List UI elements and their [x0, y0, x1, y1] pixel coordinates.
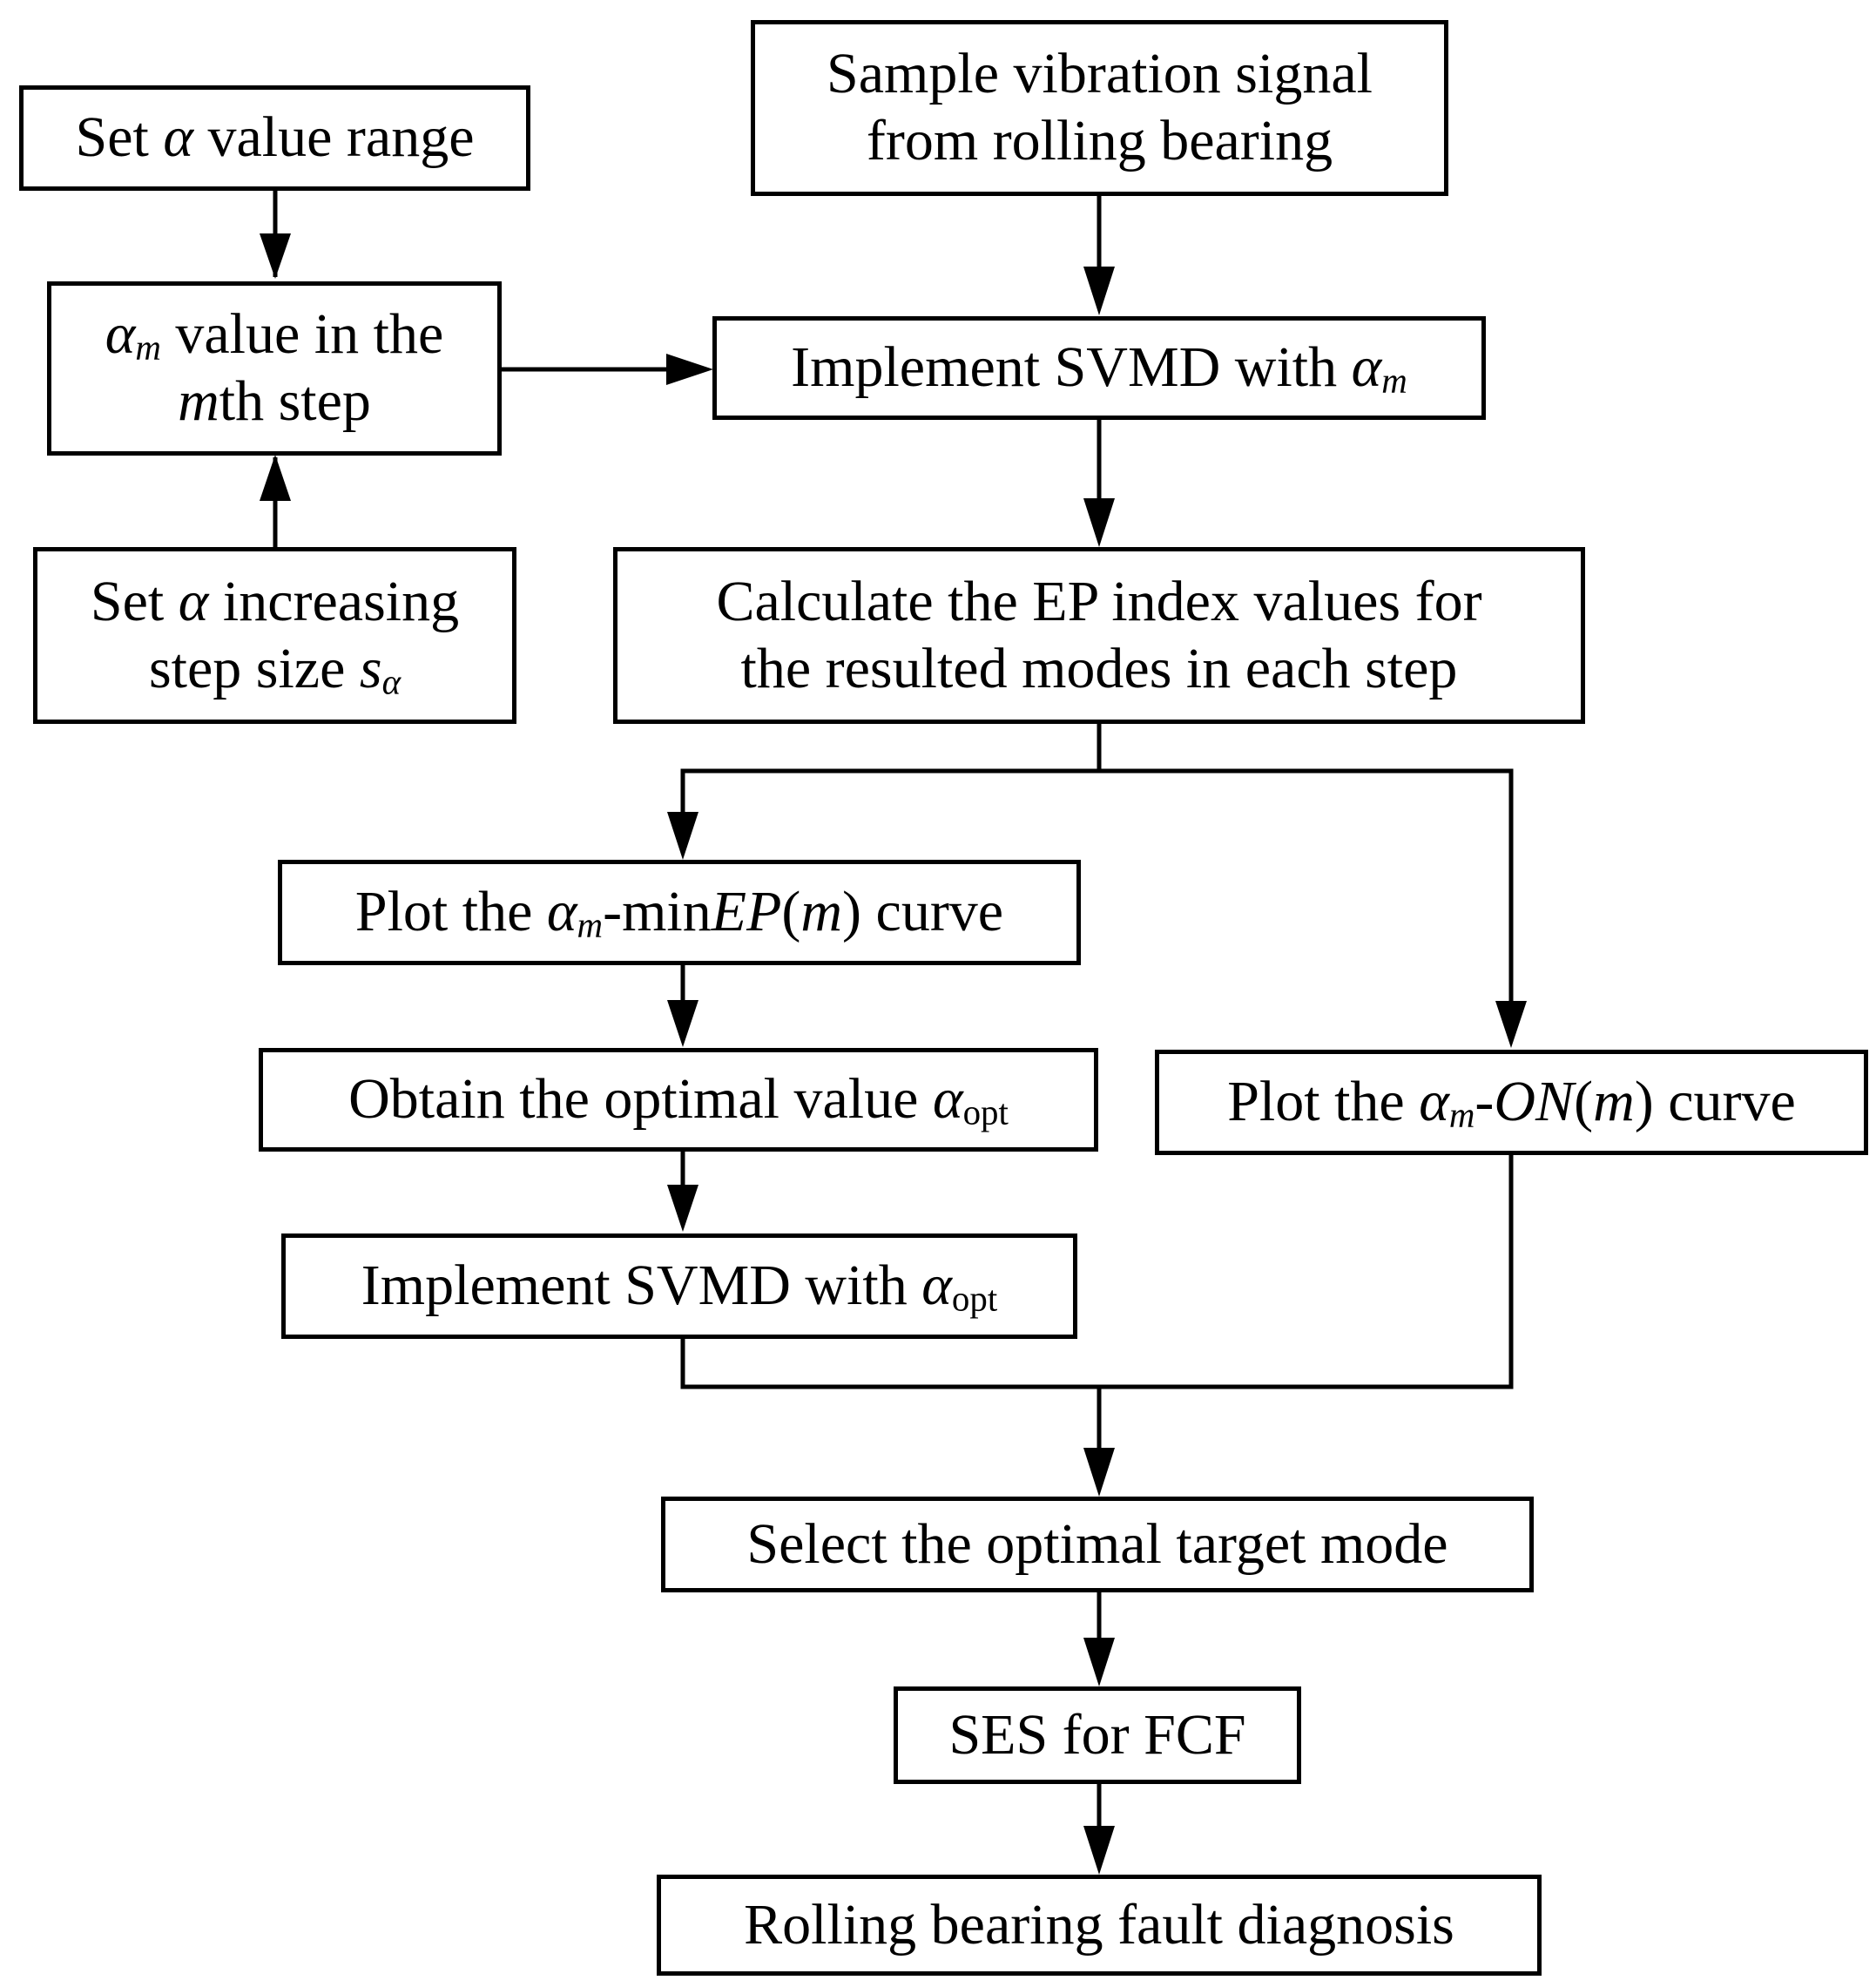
arrowhead-alpha-m-to-svmd: [666, 354, 713, 385]
alpha-symbol: α: [1351, 335, 1382, 400]
fault-diagnosis-label: Rolling bearing fault diagnosis: [744, 1892, 1454, 1957]
arrowhead-to-on-curve: [1495, 1001, 1527, 1048]
arrowhead-select-to-ses: [1083, 1638, 1115, 1686]
alpha-symbol: α: [921, 1254, 952, 1318]
plot-on-post: curve: [1668, 1070, 1796, 1134]
select-target-mode-box: Select the optimal target mode: [661, 1497, 1534, 1592]
plot-on-pre: Plot the: [1227, 1070, 1405, 1134]
arrowhead-ses-to-diagnosis: [1083, 1826, 1115, 1875]
calculate-ep-line1: Calculate the EP index values for: [716, 569, 1482, 633]
arrowhead-sample-to-svmd: [1083, 267, 1115, 315]
arrowhead-svmd-to-ep: [1083, 498, 1115, 547]
paren-close: ): [1634, 1070, 1654, 1134]
ep-symbol: EP: [711, 880, 782, 944]
set-alpha-range-box: Set α value range: [19, 85, 530, 191]
subscript-alpha: α: [381, 661, 402, 701]
subscript-m: m: [1381, 361, 1407, 401]
calculate-ep-line2: the resulted modes in each step: [740, 636, 1458, 700]
m-symbol: m: [1593, 1070, 1635, 1134]
implement-svmd-alpha-opt-box: Implement SVMD with αopt: [281, 1233, 1077, 1339]
subscript-m: m: [135, 328, 161, 368]
sample-signal-box: Sample vibration signal from rolling bea…: [751, 20, 1448, 196]
m-symbol: m: [800, 880, 843, 944]
set-alpha-range-pre: Set: [75, 105, 149, 170]
paren-open: (: [781, 880, 801, 944]
arrowhead-merge-to-select: [1083, 1448, 1115, 1497]
implement-svmd-alpha-opt-label: Implement SVMD with: [361, 1254, 908, 1318]
step-size-line1-pre: Set: [90, 569, 165, 633]
plot-on-curve-box: Plot the αm-ON(m) curve: [1155, 1050, 1868, 1155]
implement-svmd-alpha-m-box: Implement SVMD with αm: [712, 316, 1486, 420]
obtain-optimal-label: Obtain the optimal value: [348, 1067, 919, 1132]
set-alpha-range-post: value range: [207, 105, 475, 170]
plot-min-ep-pre: Plot the: [354, 880, 533, 944]
s-symbol: s: [359, 636, 382, 700]
fault-diagnosis-box: Rolling bearing fault diagnosis: [657, 1875, 1542, 1976]
sample-signal-line2: from rolling bearing: [866, 109, 1333, 172]
alpha-m-step-line1: value in the: [175, 302, 444, 367]
plot-min-ep-curve-box: Plot the αm-minEP(m) curve: [278, 860, 1081, 965]
sample-signal-line1: Sample vibration signal: [827, 42, 1373, 106]
alpha-symbol: α: [932, 1067, 963, 1132]
subscript-opt: opt: [962, 1092, 1009, 1132]
arrowhead-step-to-alpha-m: [260, 455, 291, 501]
paren-open: (: [1574, 1070, 1594, 1134]
connector-ep-split: [680, 723, 1102, 812]
alpha-m-step-line2: th step: [219, 369, 371, 433]
alpha-m-step-box: αm value in the mth step: [47, 281, 502, 456]
alpha-symbol: α: [1419, 1070, 1449, 1134]
arrowhead-to-min-ep-curve: [667, 812, 698, 860]
ses-for-fcf-box: SES for FCF: [894, 1686, 1301, 1784]
plot-on-dash: -: [1474, 1070, 1495, 1134]
subscript-m: m: [577, 905, 604, 945]
subscript-opt: opt: [951, 1279, 998, 1319]
alpha-symbol: α: [178, 569, 209, 633]
obtain-optimal-box: Obtain the optimal value αopt: [259, 1048, 1098, 1152]
step-size-line1-post: increasing: [222, 569, 460, 633]
plot-min-ep-mid: -min: [603, 880, 712, 944]
step-size-line2: step size: [148, 636, 346, 700]
arrowhead-min-ep-to-optimal: [667, 1000, 698, 1047]
step-size-box: Set α increasing step size sα: [33, 547, 516, 724]
implement-svmd-alpha-m-label: Implement SVMD with: [791, 335, 1338, 400]
ses-for-fcf-label: SES for FCF: [948, 1702, 1246, 1767]
m-symbol: m: [178, 369, 219, 433]
alpha-symbol: α: [546, 880, 577, 944]
alpha-symbol: α: [163, 105, 193, 170]
plot-min-ep-post: curve: [875, 880, 1004, 944]
alpha-symbol: α: [105, 302, 136, 367]
connector-ep-to-on-curve: [1099, 768, 1514, 1004]
on-symbol: ON: [1494, 1070, 1575, 1134]
subscript-m: m: [1448, 1095, 1475, 1135]
select-target-mode-label: Select the optimal target mode: [746, 1511, 1448, 1576]
paren-close: ): [842, 880, 862, 944]
calculate-ep-box: Calculate the EP index values for the re…: [613, 547, 1585, 724]
arrowhead-optimal-to-svmd-opt: [667, 1185, 698, 1232]
arrowhead-range-to-alpha-m: [260, 233, 291, 279]
